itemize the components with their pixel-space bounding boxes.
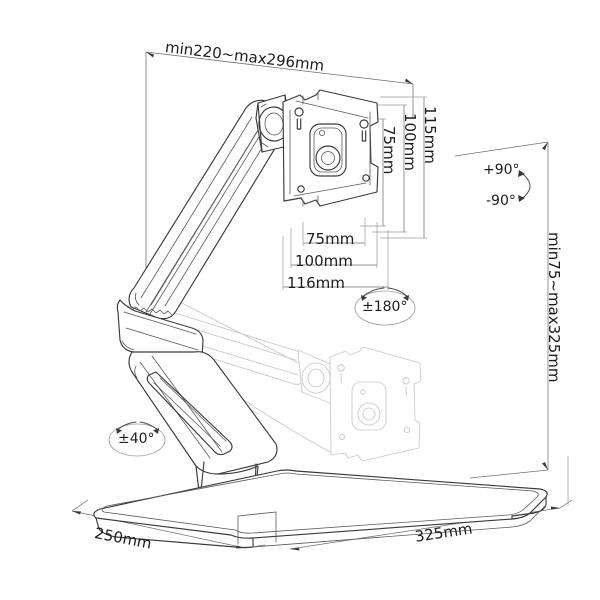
dim-label-vesa-vertical-outer: 115mm (421, 106, 439, 164)
vesa-keyholes (294, 107, 370, 193)
dim-height-right (454, 141, 549, 479)
dim-label-height-right: min75~max325mm (545, 232, 563, 383)
angle-label-swivel-40: ±40° (118, 431, 155, 447)
dim-label-vesa-vertical-mid: 100mm (401, 113, 419, 171)
angle-label-tilt-down: -90° (486, 193, 516, 209)
angle-label-tilt-up: +90° (483, 162, 520, 178)
dim-reach-top (145, 51, 414, 340)
dim-vesa-horizontal (282, 218, 389, 290)
monitor-arm-assembly (93, 89, 548, 549)
dim-label-vesa-horizontal-outer: 116mm (287, 274, 345, 292)
tilt-90-icon (518, 170, 531, 202)
dimension-lines-group (71, 51, 573, 551)
angle-label-rotation-180: ±180° (362, 299, 408, 315)
dim-vesa-vertical (360, 96, 427, 239)
rotation-180-icon (354, 287, 416, 326)
dim-label-vesa-horizontal-mid: 100mm (295, 252, 353, 270)
dim-label-vesa-horizontal-inner: 75mm (306, 230, 355, 248)
rotation-40-icon (108, 421, 166, 457)
dim-label-vesa-vertical-inner: 75mm (380, 126, 398, 175)
